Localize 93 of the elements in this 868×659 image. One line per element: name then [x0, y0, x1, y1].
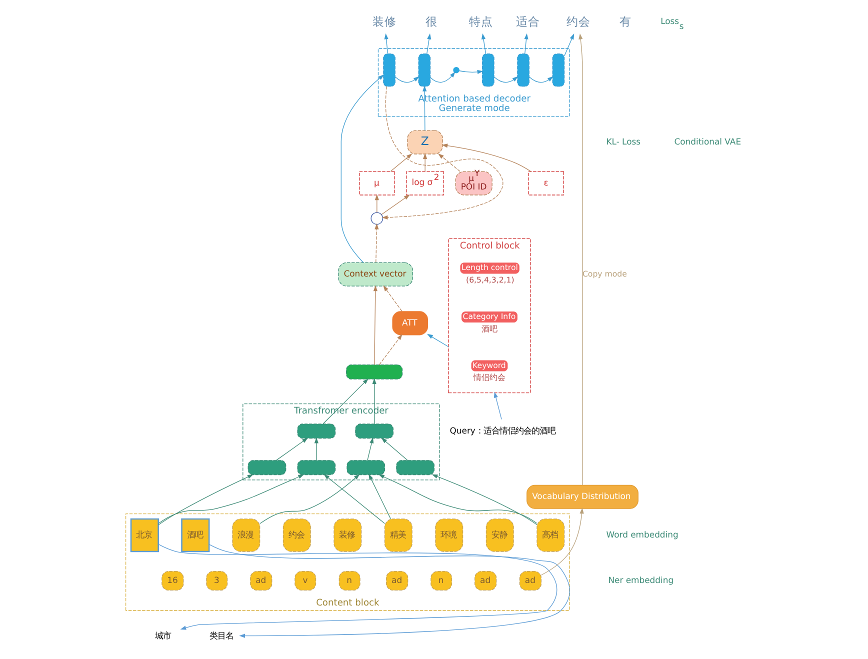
arrow: [438, 153, 460, 172]
node-box: ε: [528, 171, 564, 196]
node-box: 北京: [130, 518, 158, 552]
node-box: [516, 54, 529, 87]
node-box: 约会: [282, 518, 310, 552]
arrow: [430, 72, 455, 83]
node-box: [296, 460, 336, 476]
arrow: [368, 474, 390, 520]
arrow: [426, 33, 431, 54]
arrow: [394, 76, 419, 83]
arrow: [493, 392, 502, 420]
arrow: [493, 76, 518, 83]
node-box: 安静: [485, 518, 514, 552]
arrow: [372, 285, 377, 365]
node-box: 装修: [333, 518, 362, 552]
node-box: 浪漫: [232, 518, 260, 552]
node-box: Context vector: [338, 262, 413, 286]
arrow: [340, 74, 384, 263]
node-box: Vocabulary Distribution: [526, 484, 638, 509]
node-text: 类目名: [208, 630, 233, 641]
node-text: 城市: [154, 630, 171, 641]
node-box: [482, 54, 494, 87]
node-box: 3: [206, 571, 228, 591]
arrow: [382, 285, 402, 312]
node-box: 精美: [384, 518, 412, 552]
node-box: μ: [358, 171, 394, 196]
label: Ner embedding: [608, 574, 674, 585]
node-text: 约会: [566, 14, 590, 28]
arrow: [426, 334, 448, 348]
node-box: 16: [161, 571, 184, 591]
arrow: [384, 33, 388, 54]
label: KL- Loss: [606, 136, 640, 147]
label: Word embedding: [606, 529, 678, 540]
arrow: [366, 437, 374, 460]
arrow: [528, 76, 553, 83]
node-text: 很: [424, 14, 437, 28]
node-box: v: [294, 571, 316, 591]
arrow: [208, 544, 570, 638]
node-box: [552, 54, 564, 87]
arrow: [441, 144, 531, 172]
node-text: 适合: [515, 14, 540, 28]
arrow: [380, 194, 410, 215]
arrow: [381, 86, 503, 220]
arrow: [524, 33, 528, 54]
arrow: [158, 474, 304, 524]
arrow: [564, 34, 574, 56]
node-box: [354, 424, 394, 439]
node-box: [382, 54, 395, 87]
node-text: 有: [618, 14, 631, 28]
node-dots: [452, 66, 459, 74]
arrow: [158, 474, 253, 526]
node-box: ATT: [392, 311, 428, 336]
arrow: [275, 438, 308, 461]
node-box: ad: [386, 571, 408, 591]
arrow: [540, 508, 584, 576]
arrow: [259, 474, 360, 524]
arrow: [314, 437, 318, 460]
node-box: [346, 364, 402, 380]
arrow: [372, 378, 376, 424]
arrow: [374, 194, 378, 213]
node-box: n: [338, 571, 360, 591]
arrow: [422, 86, 426, 131]
arrow: [422, 153, 427, 172]
arrow: [322, 378, 368, 424]
arrow: [480, 33, 486, 54]
node-box: [247, 460, 286, 476]
node-text: Query：适合情侣约会的酒吧: [449, 425, 555, 436]
arrow: [380, 438, 408, 461]
node-circle: [370, 212, 383, 225]
arrow: [158, 544, 557, 630]
node-box: ad: [518, 571, 542, 591]
arrow: [378, 334, 402, 366]
node-text: 特点: [468, 14, 492, 28]
node-box: 环境: [434, 518, 463, 552]
node-box: ad: [250, 571, 272, 591]
node-box: [396, 460, 434, 476]
node-box: Z: [406, 130, 442, 154]
arrow: [390, 153, 412, 172]
label: Conditional VAE: [674, 136, 741, 147]
node-box: n: [430, 571, 452, 591]
node-text: 装修: [372, 14, 396, 28]
node-box: 酒吧: [180, 518, 210, 552]
arrow: [323, 474, 384, 524]
node-box: [296, 424, 336, 439]
node-box: [418, 54, 430, 87]
arrow: [458, 70, 483, 74]
arrow: [578, 33, 582, 486]
node-box: [346, 460, 385, 476]
arrow: [374, 223, 378, 263]
node-box: 高档: [536, 518, 564, 552]
arrow: [378, 474, 537, 524]
arrow: [431, 474, 537, 526]
node-box: ad: [474, 571, 496, 591]
